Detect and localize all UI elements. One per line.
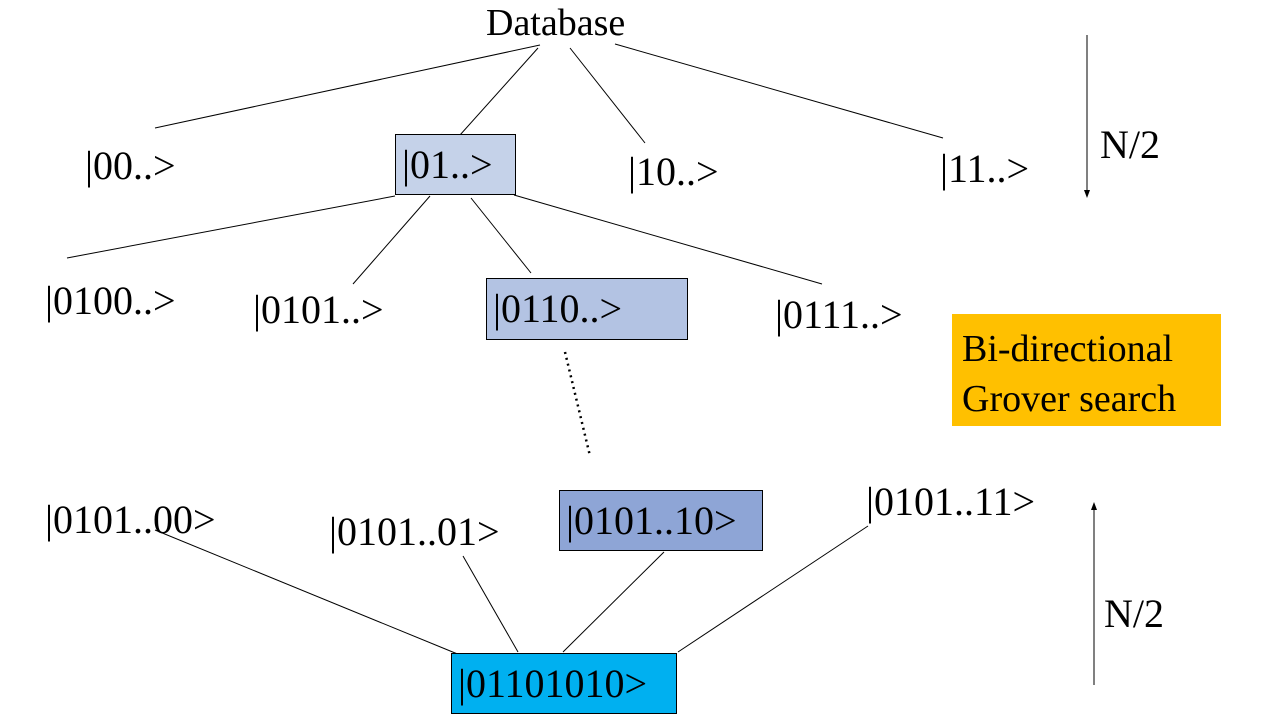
edge-leaf01-target <box>462 555 519 653</box>
edge-leaf11-target <box>677 525 869 653</box>
leaf-0101-11: |0101..11> <box>866 479 1036 524</box>
arrow-down-label: N/2 <box>1100 122 1160 167</box>
node-0111: |0111..> <box>775 292 903 337</box>
edge-01-0101 <box>352 195 431 285</box>
target-state-box: |01101010> <box>451 653 677 714</box>
edge-01-0100 <box>66 195 396 259</box>
node-11: |11..> <box>940 146 1030 191</box>
root-label: Database <box>486 2 626 44</box>
node-01-label: |01..> <box>402 141 493 187</box>
node-10: |10..> <box>628 149 719 194</box>
edge-01-0110 <box>470 197 532 274</box>
edge-root-10 <box>569 47 646 144</box>
callout-line1: Bi-directional <box>962 328 1174 370</box>
target-state-label: |01101010> <box>458 660 648 706</box>
node-0100: |0100..> <box>45 278 176 323</box>
node-0101: |0101..> <box>253 287 384 332</box>
callout-line2: Grover search <box>962 378 1177 420</box>
leaf-0101-00: |0101..00> <box>45 497 216 542</box>
edge-leaf10-target <box>562 551 665 653</box>
edge-dotted-continuation <box>563 351 592 457</box>
node-0110-highlighted: |0110..> <box>486 278 688 340</box>
node-0110-label: |0110..> <box>493 286 623 331</box>
edge-root-01 <box>459 47 539 136</box>
leaf-0101-10-label: |0101..10> <box>566 497 737 543</box>
bidirectional-grover-callout: Bi-directional Grover search <box>952 314 1221 426</box>
edge-root-00 <box>154 44 541 129</box>
arrow-up-label: N/2 <box>1104 591 1164 636</box>
leaf-0101-01: |0101..01> <box>329 509 500 554</box>
node-00: |00..> <box>85 143 176 188</box>
edge-root-11 <box>614 43 944 139</box>
leaf-0101-10-highlighted: |0101..10> <box>559 490 763 551</box>
node-01-highlighted: |01..> <box>395 134 516 195</box>
edge-01-0111 <box>513 194 823 285</box>
edge-leaf00-target <box>154 529 461 656</box>
